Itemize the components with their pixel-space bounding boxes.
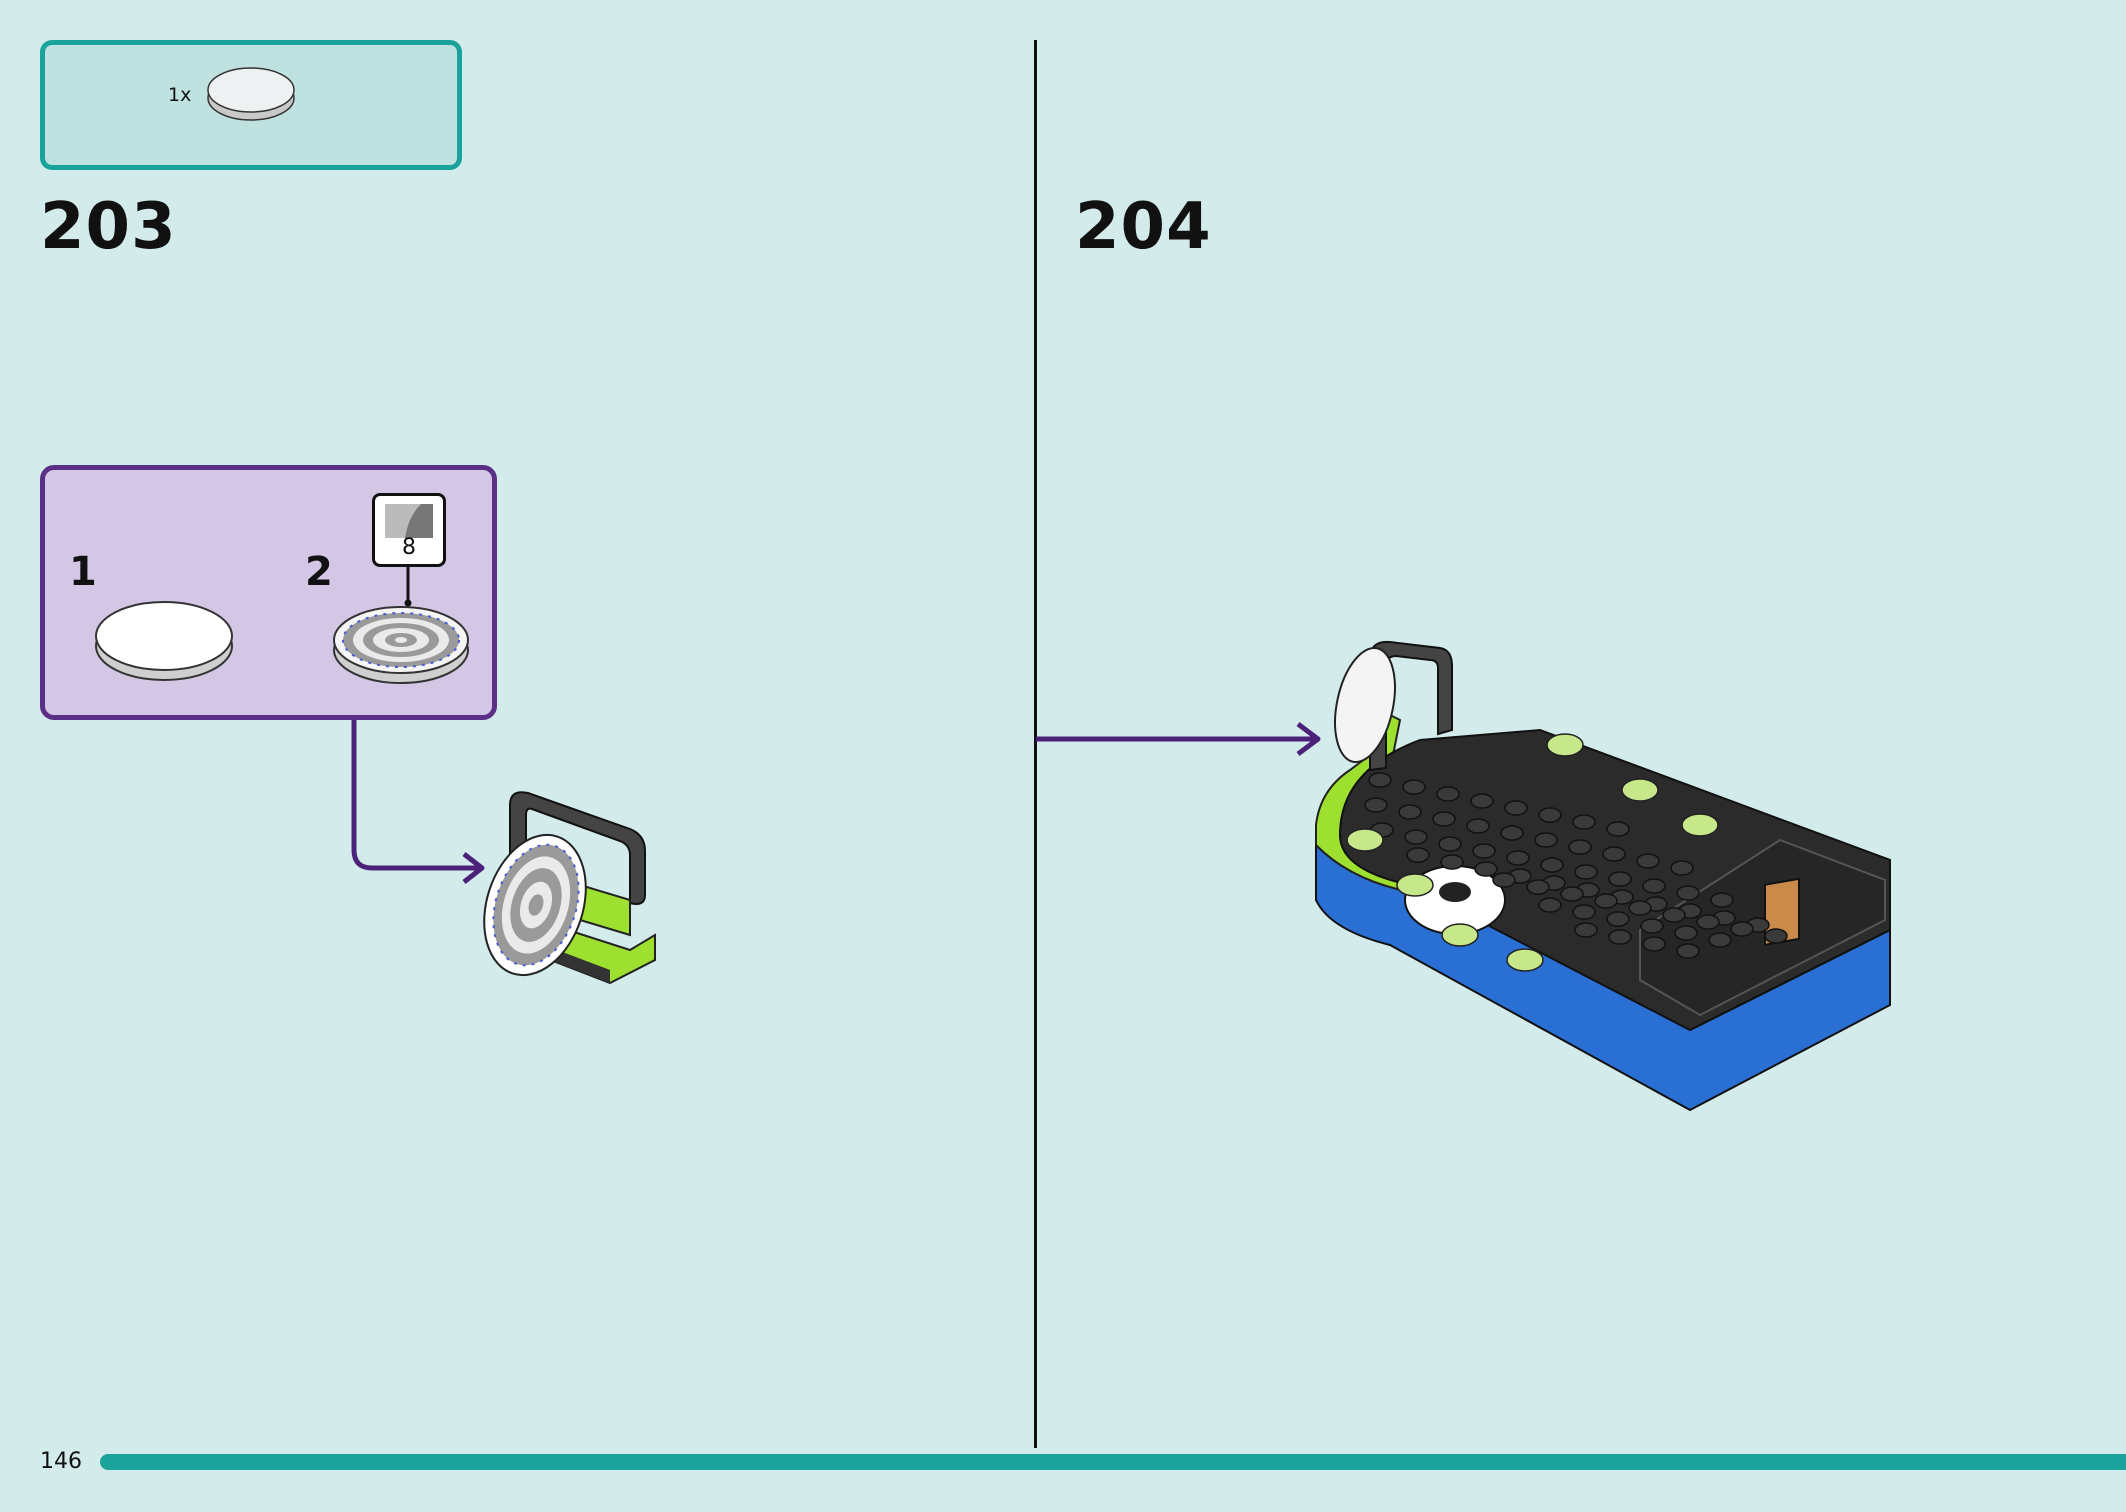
plain-round-tile xyxy=(95,601,233,681)
model-stud xyxy=(1730,921,1754,937)
model-stud xyxy=(1640,918,1664,934)
model-stud xyxy=(1436,786,1460,802)
model-stud xyxy=(1606,911,1630,927)
model-stud xyxy=(1572,814,1596,830)
sticker-pointer-line xyxy=(404,566,412,607)
model-stud xyxy=(1492,872,1516,888)
step-number-203: 203 xyxy=(40,190,177,264)
model-stud xyxy=(1500,825,1524,841)
model-lime-stud xyxy=(1346,828,1384,852)
model-lime-stud xyxy=(1621,778,1659,802)
model-stud xyxy=(1676,943,1700,959)
model-stud xyxy=(1696,914,1720,930)
model-stud xyxy=(1406,847,1430,863)
model-stud xyxy=(1398,804,1422,820)
model-lime-stud xyxy=(1546,733,1584,757)
model-stud xyxy=(1642,878,1666,894)
model-stud xyxy=(1574,864,1598,880)
model-stud xyxy=(1608,871,1632,887)
substep-arrow xyxy=(351,720,485,884)
page-number: 146 xyxy=(40,1449,82,1474)
model-stud xyxy=(1572,904,1596,920)
substep-number-2: 2 xyxy=(305,549,333,595)
model-stud xyxy=(1402,779,1426,795)
model-stud xyxy=(1432,811,1456,827)
model-stud xyxy=(1438,836,1462,852)
model-stud xyxy=(1538,897,1562,913)
progress-bar xyxy=(100,1454,2126,1470)
sticker-number: 8 xyxy=(402,535,416,560)
model-lime-stud xyxy=(1396,873,1434,897)
parts-callout-box xyxy=(40,40,462,170)
model-stud xyxy=(1662,907,1686,923)
model-stud xyxy=(1466,818,1490,834)
model-stud xyxy=(1710,892,1734,908)
model-stud xyxy=(1708,932,1732,948)
model-stud xyxy=(1674,925,1698,941)
step-203-assembly xyxy=(483,791,656,985)
model-stud xyxy=(1568,839,1592,855)
model-stud xyxy=(1534,832,1558,848)
model-stud xyxy=(1602,846,1626,862)
model-stud xyxy=(1560,886,1584,902)
step-204-model xyxy=(1315,640,1891,1112)
sticker-tag: 8 xyxy=(372,493,446,567)
model-stud xyxy=(1504,800,1528,816)
model-stud xyxy=(1636,853,1660,869)
model-stud xyxy=(1474,861,1498,877)
step-number-204: 204 xyxy=(1075,190,1212,264)
model-stud xyxy=(1364,797,1388,813)
model-stud xyxy=(1670,860,1694,876)
step-204-arrow xyxy=(1036,722,1321,756)
model-stud xyxy=(1628,900,1652,916)
model-stud xyxy=(1472,843,1496,859)
model-stud xyxy=(1540,857,1564,873)
model-stud xyxy=(1676,885,1700,901)
model-stud xyxy=(1606,821,1630,837)
sticker-peel-icon xyxy=(385,504,433,538)
model-lime-stud xyxy=(1506,948,1544,972)
parts-count: 1x xyxy=(168,84,192,106)
round-tile-part-icon xyxy=(207,67,295,121)
model-stud xyxy=(1594,893,1618,909)
model-stud xyxy=(1538,807,1562,823)
model-stud xyxy=(1506,850,1530,866)
model-stud xyxy=(1574,922,1598,938)
page-divider xyxy=(1034,40,1037,1448)
substep-number-1: 1 xyxy=(69,549,97,595)
model-stud xyxy=(1368,772,1392,788)
model-stud xyxy=(1526,879,1550,895)
model-lime-stud xyxy=(1441,923,1479,947)
model-stud xyxy=(1404,829,1428,845)
model-stud xyxy=(1764,928,1788,944)
model-top-dish xyxy=(1334,646,1396,764)
model-stud xyxy=(1642,936,1666,952)
decorated-round-tile xyxy=(333,606,469,684)
model-stud xyxy=(1470,793,1494,809)
model-stud xyxy=(1440,854,1464,870)
model-lime-stud xyxy=(1681,813,1719,837)
model-stud xyxy=(1608,929,1632,945)
